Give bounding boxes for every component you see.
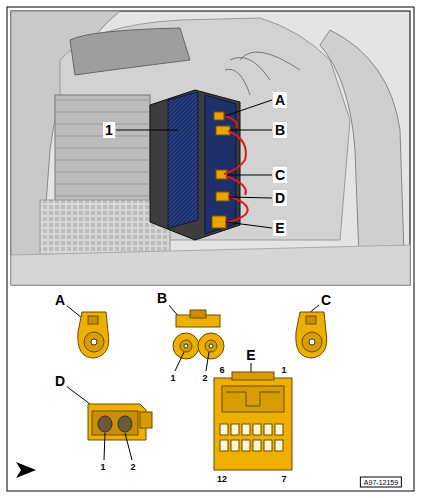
connector-a [66, 305, 109, 358]
connector-letter: B [273, 122, 287, 138]
pin-number: 1 [170, 374, 175, 383]
connector-letter: A [273, 92, 287, 108]
connector-letter: D [53, 373, 67, 389]
frame [7, 7, 414, 491]
connector-letter: C [319, 292, 333, 308]
pin-cavity [220, 440, 228, 451]
pin-cavity [231, 440, 239, 451]
connectors-installed [212, 112, 230, 228]
callout-number: 1 [103, 122, 115, 138]
pin-cavity [242, 440, 250, 451]
pin-cavity [275, 440, 283, 451]
connector-c [296, 305, 327, 358]
connector-letter: E [273, 220, 286, 236]
pin-number: 1 [100, 463, 105, 472]
pin-number: 1 [281, 366, 286, 375]
pin-cavity [220, 424, 228, 435]
connector-letter: E [244, 347, 257, 363]
control-unit [150, 90, 240, 240]
figure-code: A97-12159 [360, 477, 402, 488]
pin-cavity [253, 424, 261, 435]
pin-cavity [242, 424, 250, 435]
connector-panel [205, 95, 236, 234]
pin-number: 12 [217, 475, 227, 484]
bracket [55, 95, 150, 205]
pin-cavity [231, 424, 239, 435]
rear-shelf [70, 28, 190, 75]
pin-cavity [275, 424, 283, 435]
connector-letter: A [53, 292, 67, 308]
trunk-view [11, 11, 410, 285]
bracket-ribs [55, 100, 150, 196]
pin-cavity [264, 424, 272, 435]
connector-b [168, 304, 224, 371]
control-unit-1 [168, 92, 198, 228]
pin-number: 7 [281, 475, 286, 484]
connector-letter: B [155, 290, 169, 306]
connector-d [66, 386, 152, 460]
pin-cavity [264, 440, 272, 451]
connector-letter: D [273, 190, 287, 206]
pin-cavity [253, 440, 261, 451]
pin-number: 6 [219, 366, 224, 375]
connector-letter: C [273, 167, 287, 183]
pin-number: 2 [130, 463, 135, 472]
connector-e [214, 362, 292, 470]
red-wires [224, 116, 248, 222]
view-arrow [16, 462, 36, 478]
floor [11, 245, 410, 285]
wiring [225, 52, 300, 95]
leader-lines [116, 100, 272, 228]
pin-number: 2 [202, 374, 207, 383]
